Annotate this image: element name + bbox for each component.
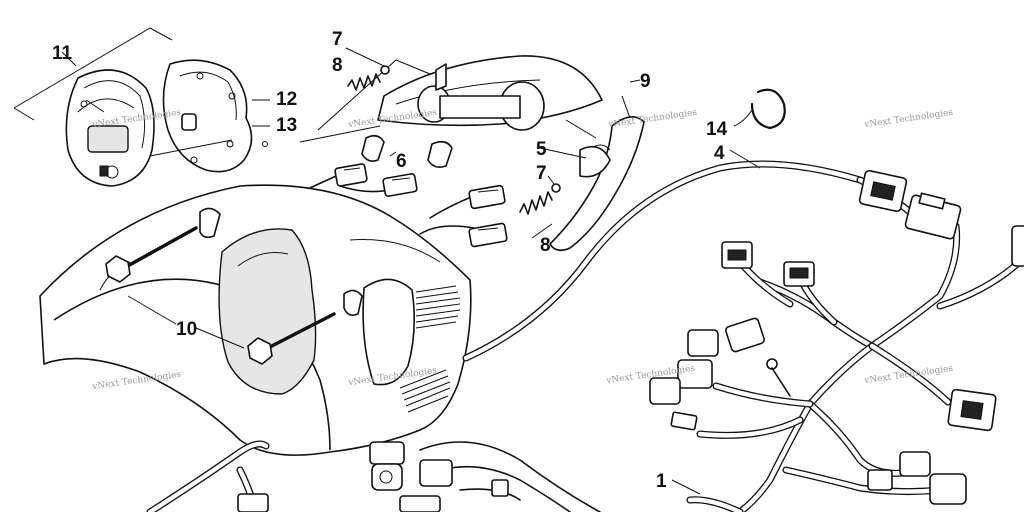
callout-13: 13 bbox=[276, 115, 298, 136]
callout-8-lower: 8 bbox=[540, 235, 551, 256]
callout-7-upper: 7 bbox=[332, 29, 343, 50]
callout-11: 11 bbox=[52, 43, 73, 64]
callout-12: 12 bbox=[276, 89, 298, 110]
callout-8-upper: 8 bbox=[332, 55, 343, 76]
gauge-housing bbox=[162, 59, 253, 173]
callout-6: 6 bbox=[396, 151, 407, 172]
harness-connectors bbox=[649, 169, 1024, 505]
bolt-lower bbox=[247, 312, 336, 365]
lower-harness bbox=[146, 440, 601, 512]
callout-14: 14 bbox=[706, 119, 728, 140]
callout-10: 9 bbox=[640, 71, 651, 92]
callout-4: 4 bbox=[714, 143, 725, 164]
spring-8-lower bbox=[519, 183, 561, 215]
gauge-assembly bbox=[65, 69, 155, 187]
headlight-connectors bbox=[334, 163, 508, 248]
hood-assembly bbox=[39, 184, 472, 456]
callout-1: 1 bbox=[656, 471, 667, 492]
grille-vents bbox=[399, 285, 461, 413]
callout-7-lower: 7 bbox=[536, 163, 547, 184]
bolt-upper bbox=[105, 226, 198, 283]
callout-9: 10 bbox=[176, 319, 198, 340]
callout-5: 5 bbox=[536, 139, 547, 160]
headlight-pod bbox=[377, 55, 603, 131]
spring-8-upper bbox=[347, 65, 390, 91]
